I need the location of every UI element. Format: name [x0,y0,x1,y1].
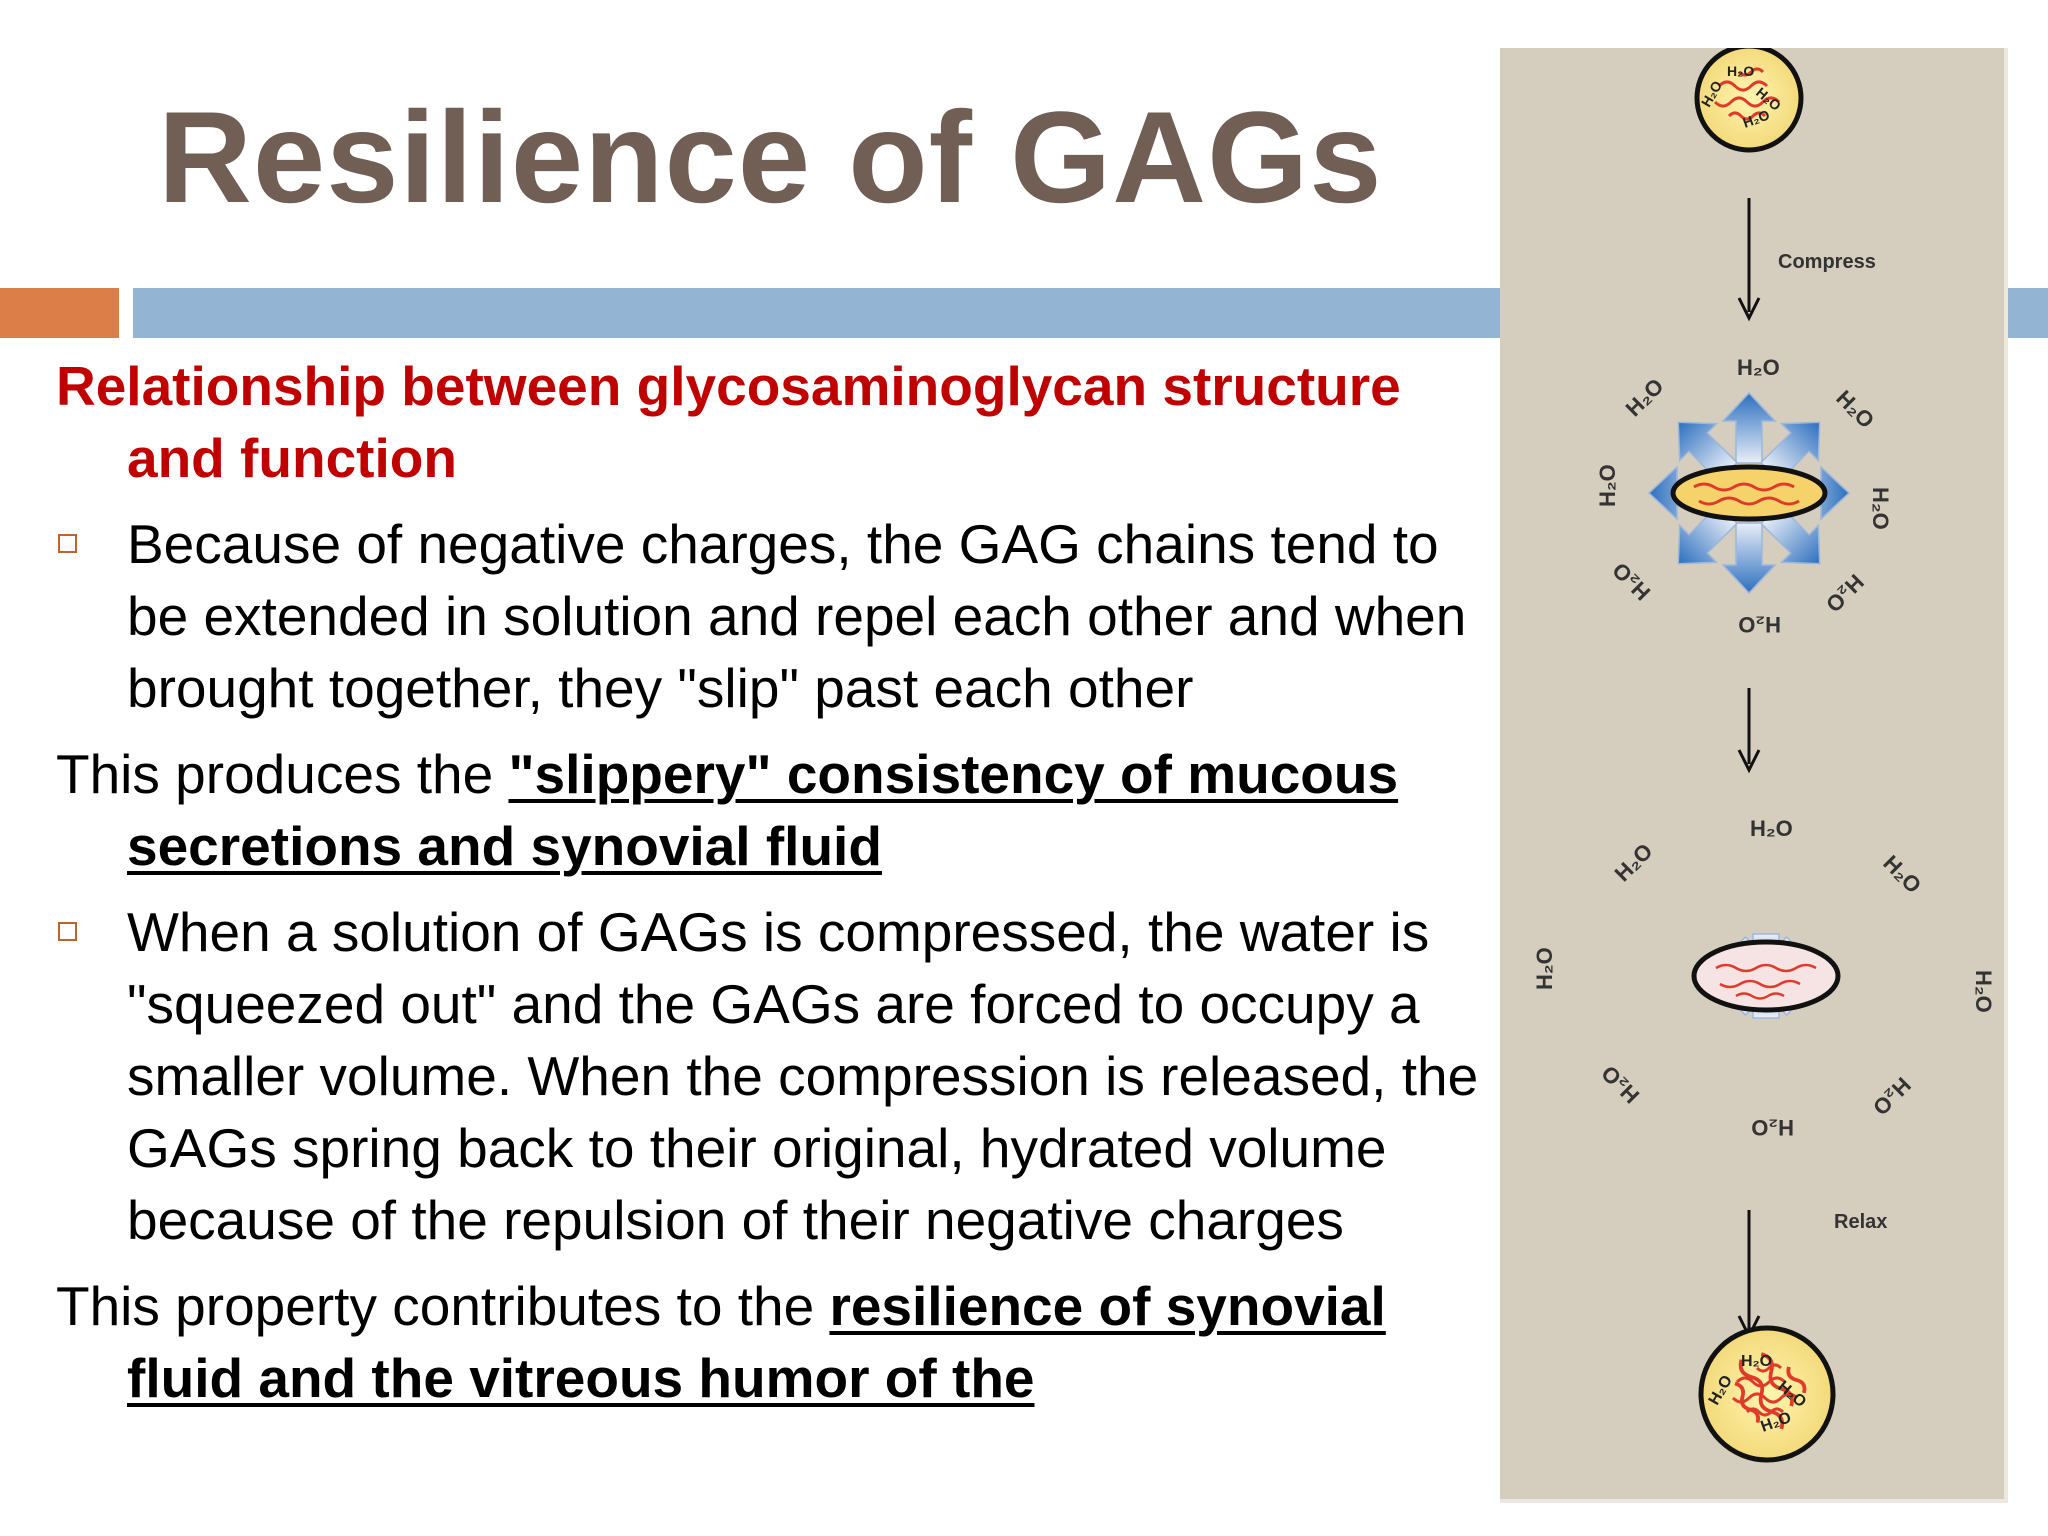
hydrated-gag-bottom: H₂O H₂O H₂O H₂O [1698,1325,1836,1463]
paragraph-text: This produces the [56,743,509,805]
emphasis-text: "slippery" consistency of mucous secreti… [127,743,1399,877]
relax-label: Relax [1834,1211,1887,1233]
svg-text:H₂O: H₂O [1751,1115,1794,1140]
svg-text:H₂O: H₂O [1610,838,1658,886]
svg-text:H₂O: H₂O [1621,373,1669,421]
square-bullet-icon [58,922,77,941]
bullet-item: When a solution of GAGs is compressed, t… [56,896,1496,1256]
svg-text:H₂O: H₂O [1821,569,1869,617]
hydrated-gag-top: H₂O H₂O H₂O H₂O [1694,48,1804,153]
svg-text:H₂O: H₂O [1738,612,1781,637]
accent-bar-blue-right [2018,288,2048,338]
svg-text:H₂O: H₂O [1737,355,1780,380]
compressed-gag: H₂O H₂O H₂O H₂O H₂O H₂O H₂O H₂O [1595,355,1893,637]
svg-text:H₂O: H₂O [1595,464,1620,507]
svg-text:H₂O: H₂O [1868,487,1893,530]
slide-body: Relationship between glycosaminoglycan s… [56,350,1496,1428]
rehydrating-gag: H₂O H₂O H₂O H₂O H₂O H₂O H₂O H₂O [1532,816,1996,1140]
svg-text:H₂O: H₂O [1607,557,1655,605]
svg-text:H₂O: H₂O [1741,1353,1772,1370]
gag-diagram: H₂O H₂O H₂O H₂O Compress H₂O H₂O H₂O H₂O [1532,48,1996,1463]
paragraph-text: This property contributes to the [56,1275,830,1337]
slide-title: Resilience of GAGs [158,84,1383,230]
paragraph: This property contributes to the resilie… [56,1270,1496,1414]
svg-text:H₂O: H₂O [1750,816,1793,841]
svg-text:H₂O: H₂O [1831,385,1879,433]
paragraph: This produces the "slippery" consistency… [56,738,1496,882]
svg-text:H₂O: H₂O [1868,1072,1916,1120]
square-bullet-icon [58,534,77,553]
gag-compression-figure: H₂O H₂O H₂O H₂O Compress H₂O H₂O H₂O H₂O [1500,48,2008,1503]
svg-text:H₂O: H₂O [1532,947,1557,990]
accent-bar-orange [0,288,119,338]
svg-text:H₂O: H₂O [1971,970,1996,1013]
bullet-item: Because of negative charges, the GAG cha… [56,508,1496,724]
bullet-text: When a solution of GAGs is compressed, t… [127,901,1479,1251]
emphasis-text: resilience of synovial fluid and the vit… [127,1275,1386,1409]
bullet-text: Because of negative charges, the GAG cha… [127,513,1467,719]
svg-text:H₂O: H₂O [1596,1060,1644,1108]
svg-text:H₂O: H₂O [1727,63,1754,79]
subheading: Relationship between glycosaminoglycan s… [56,355,1401,489]
compress-label: Compress [1778,251,1876,273]
svg-text:H₂O: H₂O [1878,850,1926,898]
